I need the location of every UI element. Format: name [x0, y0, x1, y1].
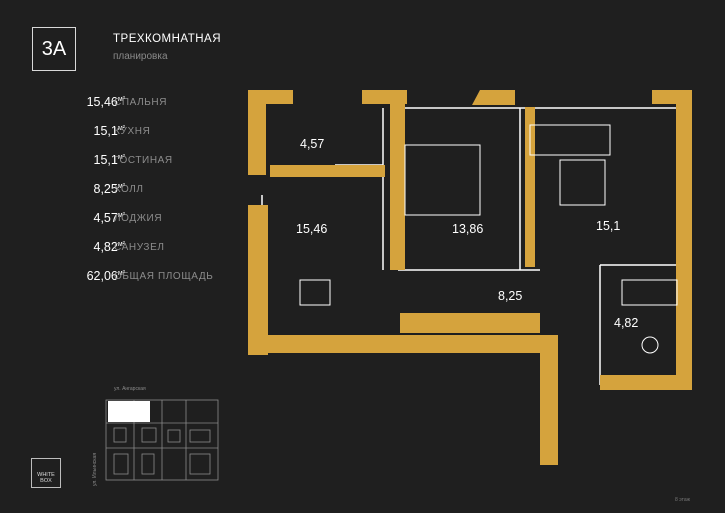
area-value: 15,1м²	[93, 153, 126, 167]
area-label: САНУЗЕЛ	[114, 242, 165, 253]
area-value: 4,82м²	[93, 240, 126, 254]
area-label: КУХНЯ	[114, 126, 151, 137]
floor-note: 8 этаж	[675, 497, 690, 503]
apartment-type-title: ТРЕХКОМНАТНАЯ	[113, 33, 222, 45]
street-label-side: ул. Ильинская	[92, 453, 98, 486]
area-value: 4,57м²	[93, 211, 126, 225]
area-row-bedroom: 15,46м² СПАЛЬНЯ	[30, 95, 260, 124]
room-label-hall: 8,25	[498, 289, 522, 303]
walls	[248, 90, 692, 465]
area-label: СПАЛЬНЯ	[114, 97, 168, 108]
area-row-loggia: 4,57м² ЛОДЖИЯ	[30, 211, 260, 240]
area-row-total: 62,06м² ОБЩАЯ ПЛОЩАДЬ	[30, 269, 260, 298]
room-label-living: 13,86	[452, 222, 483, 236]
area-row-living: 15,1м² ГОСТИНАЯ	[30, 153, 260, 182]
area-label: ОБЩАЯ ПЛОЩАДЬ	[114, 271, 214, 282]
room-label-kitchen: 15,1	[596, 219, 620, 233]
building-key-plan: ул. Ангарская ул. Ильинская	[92, 386, 219, 486]
area-list: 15,46м² СПАЛЬНЯ 15,1м² КУХНЯ 15,1м² ГОСТ…	[30, 95, 260, 298]
area-value: 8,25м²	[93, 182, 126, 196]
area-value: 15,1м²	[93, 124, 126, 138]
room-label-bedroom: 15,46	[296, 222, 327, 236]
area-value: 15,46м²	[86, 95, 125, 109]
highlighted-apartment	[108, 401, 150, 422]
layout-subtitle: планировка	[113, 51, 168, 62]
area-label: ГОСТИНАЯ	[114, 155, 173, 166]
furniture	[299, 124, 678, 354]
area-value: 62,06м²	[86, 269, 125, 283]
apartment-badge: 3А	[32, 27, 76, 71]
area-row-kitchen: 15,1м² КУХНЯ	[30, 124, 260, 153]
inner-lines	[261, 107, 685, 385]
area-label: ЛОДЖИЯ	[114, 213, 163, 224]
room-label-loggia: 4,57	[300, 137, 324, 151]
area-label: ХОЛЛ	[114, 184, 144, 195]
area-row-bathroom: 4,82м² САНУЗЕЛ	[30, 240, 260, 269]
room-label-bathroom: 4,82	[614, 316, 638, 330]
floor-plan: 4,57 15,46 13,86 15,1 8,25 4,82	[248, 90, 692, 465]
street-label-top: ул. Ангарская	[114, 386, 146, 392]
area-row-hall: 8,25м² ХОЛЛ	[30, 182, 260, 211]
